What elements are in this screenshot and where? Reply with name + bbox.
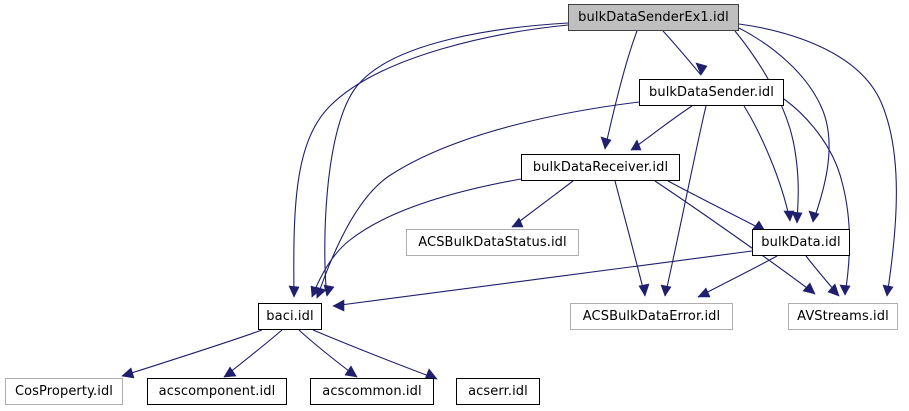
arrowhead-icon [288,285,300,298]
edge-line [324,22,569,297]
graph-node-acscomponent[interactable]: acscomponent.idl [147,378,287,405]
edge-line [667,180,766,232]
edge-line [783,98,851,296]
arrowhead-icon [511,217,524,228]
arrowhead-icon [791,211,803,224]
graph-node-bulkDataSenderEx1[interactable]: bulkDataSenderEx1.idl [568,4,739,31]
graph-node-acserr[interactable]: acserr.idl [456,378,540,405]
edge-bulkData-to-ACSBulkDataError [697,255,778,298]
edge-bulkDataSenderEx1-to-AVStreams [738,23,897,297]
edge-line [743,105,791,222]
edge-baci-to-acscommon [298,329,358,378]
graph-node-bulkDataReceiver[interactable]: bulkDataReceiver.idl [521,154,680,181]
edge-bulkDataSender-to-ACSBulkDataError [660,105,707,297]
graph-node-acscommon[interactable]: acscommon.idl [310,378,434,405]
graph-node-label: baci.idl [266,309,314,324]
edge-line [734,30,799,224]
arrowhead-icon [808,210,820,223]
arrowhead-icon [121,367,135,379]
edge-line [332,250,753,307]
arrowhead-icon [695,62,708,76]
arrowhead-icon [223,366,237,378]
graph-node-ACSBulkDataStatus[interactable]: ACSBulkDataStatus.idl [406,229,579,256]
arrowhead-icon [310,285,322,298]
arrowhead-icon [827,283,840,297]
edge-bulkDataReceiver-to-AVStreams [654,180,816,295]
edge-bulkDataReceiver-to-ACSBulkDataError [614,180,650,297]
edge-bulkDataSender-to-bulkDataReceiver [630,105,693,151]
graph-node-label: bulkDataReceiver.idl [532,160,669,175]
edge-line [293,24,569,298]
graph-node-label: acscomponent.idl [158,384,276,399]
edge-line [316,101,640,299]
graph-node-label: AVStreams.idl [797,309,889,324]
edge-bulkDataReceiver-to-baci [310,178,522,298]
arrowhead-icon [332,299,345,312]
edge-bulkDataSenderEx1-to-bulkDataSender [662,30,708,76]
edge-baci-to-acscomponent [223,329,283,378]
graph-node-label: bulkData.idl [761,235,841,250]
edge-bulkData-to-AVStreams [805,255,840,297]
graph-node-baci[interactable]: baci.idl [258,303,322,330]
edge-bulkDataSenderEx1-to-baci [288,24,569,298]
edge-bulkData-to-baci [332,250,753,312]
edge-bulkDataSenderEx1-to-bulkDataReceiver [600,30,638,150]
edge-bulkDataSender-to-bulkData [743,105,795,222]
edge-bulkDataSender-to-AVStreams [783,98,851,296]
graph-node-AVStreams[interactable]: AVStreams.idl [788,303,898,330]
edge-line [662,30,702,76]
edge-bulkDataSenderEx1-to-bulkData [738,27,830,223]
graph-node-ACSBulkDataError[interactable]: ACSBulkDataError.idl [570,303,733,330]
graph-node-CosProperty[interactable]: CosProperty.idl [5,378,123,405]
edge-bulkDataReceiver-to-ACSBulkDataStatus [511,180,574,228]
arrowhead-icon [697,287,711,298]
edge-line [738,23,897,297]
edge-line [311,178,522,298]
graph-node-bulkData[interactable]: bulkData.idl [752,229,850,256]
edge-line [654,180,816,295]
arrowhead-icon [600,136,612,150]
arrowhead-icon [344,365,358,378]
graph-node-label: CosProperty.idl [14,384,114,399]
edge-bulkDataSenderEx1-to-bulkData [734,30,803,224]
arrowhead-icon [802,282,816,295]
arrowhead-icon [783,210,795,222]
graph-node-label: acserr.idl [468,384,528,399]
arrowhead-icon [882,284,894,297]
graph-node-label: bulkDataSender.idl [649,85,774,100]
edge-baci-to-CosProperty [121,329,263,379]
graph-node-label: bulkDataSenderEx1.idl [578,10,729,25]
arrowhead-icon [638,283,650,297]
edge-line [664,105,707,297]
graph-node-label: ACSBulkDataError.idl [582,309,721,324]
arrowhead-icon [630,139,642,151]
graph-node-label: acscommon.idl [322,384,422,399]
edge-line [121,329,263,377]
edge-line [312,329,438,380]
graph-node-bulkDataSender[interactable]: bulkDataSender.idl [639,79,784,106]
arrowhead-icon [660,284,672,297]
arrowhead-icon [839,284,851,296]
edge-line [738,27,830,223]
graph-node-label: ACSBulkDataStatus.idl [418,235,567,250]
